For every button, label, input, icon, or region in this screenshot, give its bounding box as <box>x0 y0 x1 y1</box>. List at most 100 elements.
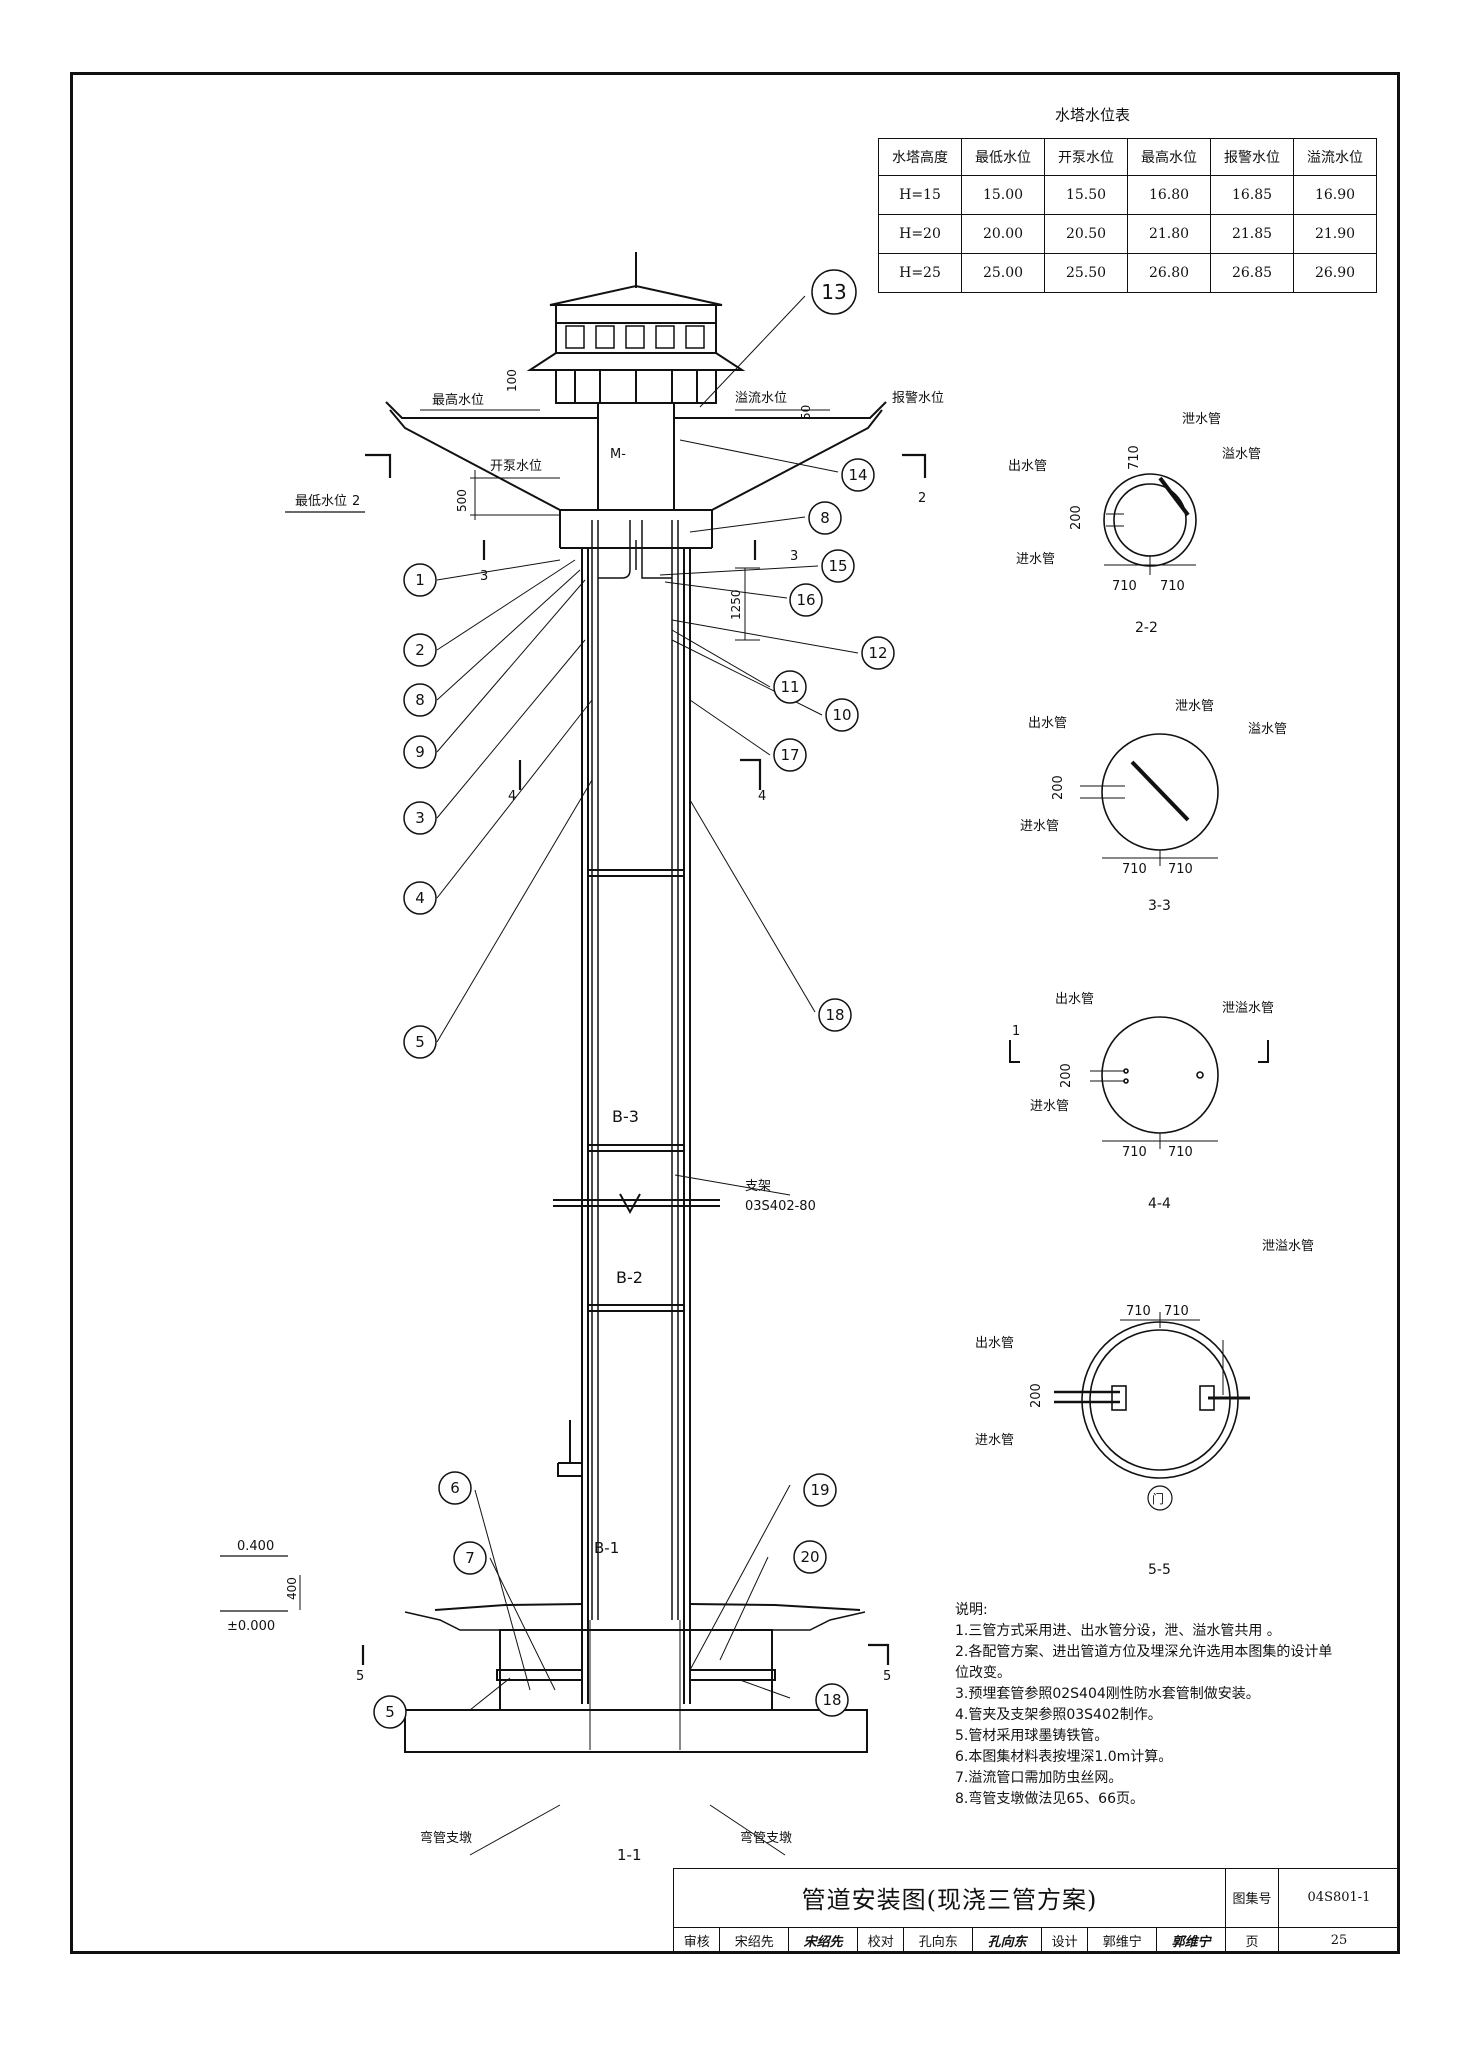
table-cell: 21.80 <box>1127 214 1211 254</box>
note-item: 6.本图集材料表按埋深1.0m计算。 <box>955 1749 1173 1765</box>
callout-7: 7 <box>465 1549 475 1567</box>
dim-400: 400 <box>285 1577 299 1600</box>
table-cell: 16.80 <box>1127 175 1211 215</box>
callout-5b: 5 <box>385 1703 395 1721</box>
table-row: H=20 20.00 20.50 21.80 21.85 21.90 <box>878 214 1377 254</box>
note-item: 1.三管方式采用进、出水管分设，泄、溢水管共用 。 <box>955 1623 1281 1639</box>
elevation-dims: 100 50 500 1250 400 <box>285 369 813 1600</box>
s55-drain-overflow: 泄溢水管 <box>1262 1239 1314 1254</box>
table-cell: H=25 <box>878 253 962 293</box>
table-cell: 15.50 <box>1044 175 1128 215</box>
section-5-5-labels: 泄溢水管 出水管 进水管 710 710 200 门 5-5 <box>975 1239 1314 1578</box>
mark-m: M- <box>610 447 626 462</box>
s33-d710b: 710 <box>1168 862 1193 877</box>
s22-outlet: 出水管 <box>1008 459 1047 474</box>
s33-d200: 200 <box>1051 775 1066 800</box>
table-header: 最低水位 <box>961 138 1045 176</box>
s44-d200: 200 <box>1059 1063 1074 1088</box>
table-cell: 16.85 <box>1210 175 1294 215</box>
cut-2-right: 2 <box>918 491 926 506</box>
callout-17: 17 <box>780 746 799 764</box>
s33-title: 3-3 <box>1148 898 1171 914</box>
note-item: 7.溢流管口需加防虫丝网。 <box>955 1770 1123 1786</box>
s22-overflow: 溢水管 <box>1222 447 1261 462</box>
callout-11: 11 <box>780 678 799 696</box>
alarm-level-label: 报警水位 <box>892 390 944 406</box>
section-2-2-labels: 出水管 泄水管 溢水管 进水管 710 710 710 200 2-2 <box>1008 412 1261 636</box>
check-label: 校对 <box>856 1926 905 1955</box>
notes-block: 说明: 1.三管方式采用进、出水管分设，泄、溢水管共用 。 2.各配管方案、进出… <box>955 1600 1395 1810</box>
s44-drain-overflow: 泄溢水管 <box>1222 1001 1274 1016</box>
table-cell: 20.00 <box>961 214 1045 254</box>
section-title-1-1: 1-1 <box>617 1846 642 1864</box>
callout-12: 12 <box>868 644 887 662</box>
s55-outlet: 出水管 <box>975 1336 1014 1351</box>
table-cell: H=15 <box>878 175 962 215</box>
atlas-label: 图集号 <box>1225 1868 1279 1928</box>
callout-15: 15 <box>828 557 847 575</box>
section-5-5 <box>1054 1312 1250 1511</box>
table-cell: 26.85 <box>1210 253 1294 293</box>
section-3-3-labels: 出水管 泄水管 溢水管 进水管 710 710 200 3-3 <box>1020 699 1287 914</box>
note-item: 2.各配管方案、进出管道方位及埋深允许选用本图集的设计单 <box>955 1644 1333 1660</box>
s22-inlet: 进水管 <box>1016 552 1055 567</box>
water-level-table: 水塔高度 最低水位 开泵水位 最高水位 报警水位 溢流水位 H=15 15.00… <box>878 138 1377 293</box>
table-cell: 25.00 <box>961 253 1045 293</box>
table-caption: 水塔水位表 <box>1055 106 1131 124</box>
s22-drain: 泄水管 <box>1182 412 1221 427</box>
callout-2: 2 <box>415 641 425 659</box>
table-header: 溢流水位 <box>1293 138 1377 176</box>
cut-4-left: 4 <box>508 789 516 804</box>
table-row: H=15 15.00 15.50 16.80 16.85 16.90 <box>878 175 1377 215</box>
callout-18: 18 <box>825 1006 844 1024</box>
note-item: 4.管夹及支架参照03S402制作。 <box>955 1707 1162 1723</box>
s33-overflow: 溢水管 <box>1248 722 1287 737</box>
table-cell: 26.80 <box>1127 253 1211 293</box>
section-2-2 <box>1103 473 1197 575</box>
design-label: 设计 <box>1040 1926 1089 1955</box>
callout-20: 20 <box>800 1548 819 1566</box>
table-cell: 26.90 <box>1293 253 1377 293</box>
bend-support-right: 弯管支墩 <box>740 1830 792 1846</box>
elev-0400: 0.400 <box>237 1539 274 1554</box>
s55-inlet: 进水管 <box>975 1433 1014 1448</box>
s55-title: 5-5 <box>1148 1562 1171 1578</box>
s44-cut: 1 <box>1012 1024 1020 1039</box>
dim-100: 100 <box>505 369 519 392</box>
s22-d710a: 710 <box>1112 579 1137 594</box>
callout-6: 6 <box>450 1479 460 1497</box>
table-header: 开泵水位 <box>1044 138 1128 176</box>
callouts <box>373 269 895 1729</box>
callout-14: 14 <box>848 466 867 484</box>
page-number: 25 <box>1278 1926 1400 1955</box>
reviewer-name: 宋绍先 <box>719 1926 790 1955</box>
tower-elevation <box>220 252 927 1753</box>
cut-3-right: 3 <box>790 549 798 564</box>
bend-support-left: 弯管支墩 <box>420 1830 472 1846</box>
s33-d710a: 710 <box>1122 862 1147 877</box>
note-item: 5.管材采用球墨铸铁管。 <box>955 1728 1109 1744</box>
overflow-level-label: 溢流水位 <box>735 391 787 406</box>
callout-16: 16 <box>796 591 815 609</box>
note-item: 位改变。 <box>955 1665 1011 1681</box>
support-label: 支架 <box>745 1179 771 1194</box>
s44-d710b: 710 <box>1168 1145 1193 1160</box>
reviewer-signature: 宋绍先 <box>788 1926 858 1955</box>
pump-level-label: 开泵水位 <box>490 459 542 474</box>
callout-9: 9 <box>415 743 425 761</box>
s55-d710a: 710 <box>1126 1304 1151 1319</box>
callout-8b: 8 <box>415 691 425 709</box>
table-cell: H=20 <box>878 214 962 254</box>
support-ref: 03S402-80 <box>745 1199 816 1214</box>
cut-5-right: 5 <box>883 1669 891 1684</box>
checker-name: 孔向东 <box>903 1926 974 1955</box>
checker-signature: 孔向东 <box>972 1926 1042 1955</box>
leader-lines <box>436 295 859 1856</box>
cut-5-left: 5 <box>356 1669 364 1684</box>
cut-3-left: 3 <box>480 569 488 584</box>
callout-1: 1 <box>415 571 425 589</box>
callout-18b: 18 <box>822 1691 841 1709</box>
s22-title: 2-2 <box>1135 620 1158 636</box>
callout-13: 13 <box>821 280 846 304</box>
